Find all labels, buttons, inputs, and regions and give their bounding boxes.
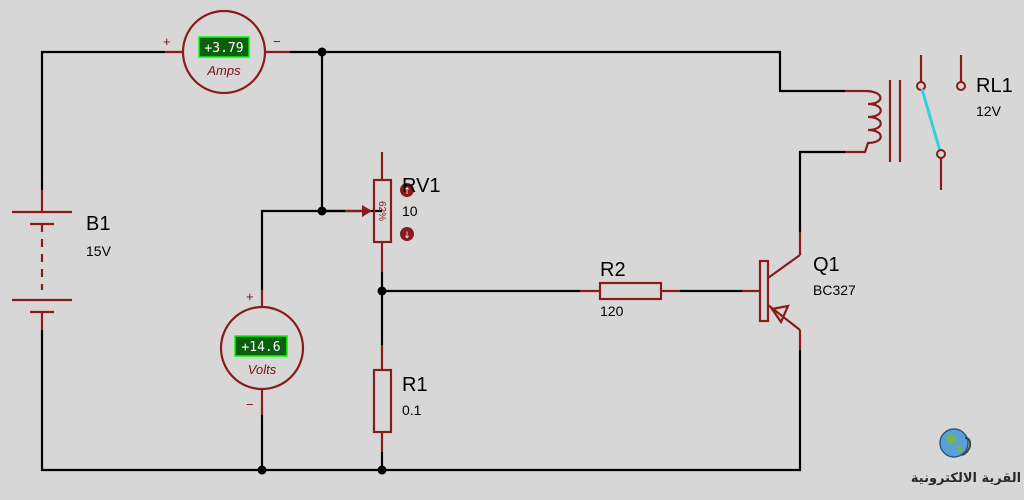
resistor-r2[interactable]: R2 120 xyxy=(580,259,680,319)
battery-label: B1 xyxy=(86,213,110,235)
wires xyxy=(40,50,845,472)
transistor-base xyxy=(758,259,770,323)
potentiometer-label: RV1 xyxy=(402,175,441,197)
voltmeter-plus: + xyxy=(246,289,254,304)
ammeter-plus: + xyxy=(163,34,171,49)
resistor-r1-body xyxy=(372,368,393,434)
junction-dots xyxy=(257,47,387,475)
globe-land xyxy=(957,445,963,452)
wiper-arrow-icon xyxy=(362,205,372,217)
ammeter-unit: Amps xyxy=(206,63,241,78)
arabic-letter-mark xyxy=(961,437,972,456)
decrease-button[interactable] xyxy=(400,227,414,241)
voltmeter-body xyxy=(219,305,305,391)
potentiometer-rv1[interactable]: 62% ↑ ↓ RV1 10 xyxy=(345,152,441,272)
resistor-r2-body xyxy=(598,281,663,301)
emitter-arrow-icon xyxy=(770,304,790,325)
arrow-up-icon: ↑ xyxy=(403,187,411,197)
relay-contact-common xyxy=(916,81,926,91)
resistor-r2-value: 120 xyxy=(600,303,624,319)
potentiometer-value: 10 xyxy=(402,203,418,219)
watermark-text: القرية الالكترونية xyxy=(911,471,1021,486)
relay-label: RL1 xyxy=(976,75,1013,97)
junction-dot xyxy=(317,47,327,57)
resistor-r1-value: 0.1 xyxy=(402,402,422,418)
resistor-r1[interactable]: R1 0.1 xyxy=(372,345,428,452)
junction-dot xyxy=(377,465,387,475)
relay-switch-blade xyxy=(920,88,942,152)
ammeter-body xyxy=(181,9,267,95)
relay-rl1[interactable]: RL1 12V xyxy=(845,55,1013,190)
voltmeter-reading: +14.6 xyxy=(241,340,280,355)
transistor-value: BC327 xyxy=(813,282,856,298)
transistor-q1[interactable]: Q1 BC327 xyxy=(742,232,856,350)
resistor-r2-label: R2 xyxy=(600,259,626,281)
junction-dot xyxy=(377,286,387,296)
resistor-r1-label: R1 xyxy=(402,374,428,396)
ammeter[interactable]: +3.79 Amps + − xyxy=(163,9,290,95)
voltmeter-minus: − xyxy=(246,397,254,412)
relay-contact-no xyxy=(956,81,966,91)
watermark-logo: القرية الالكترونية xyxy=(911,428,1021,486)
transistor-label: Q1 xyxy=(813,254,840,276)
increase-button[interactable] xyxy=(400,183,414,197)
potentiometer-setting: 62% xyxy=(376,201,387,221)
battery-b1[interactable]: B1 15V xyxy=(12,190,112,330)
relay-value: 12V xyxy=(976,103,1002,119)
junction-dot xyxy=(317,206,327,216)
arrow-down-icon: ↓ xyxy=(403,231,411,241)
battery-value: 15V xyxy=(86,243,112,259)
voltmeter[interactable]: +14.6 Volts + − xyxy=(219,289,305,415)
voltmeter-display xyxy=(234,335,288,357)
globe-land xyxy=(946,434,957,445)
ammeter-reading: +3.79 xyxy=(204,41,243,56)
ammeter-minus: − xyxy=(273,34,281,49)
junction-dot xyxy=(257,465,267,475)
ammeter-display xyxy=(198,36,250,58)
relay-contact-nc xyxy=(936,149,946,159)
voltmeter-unit: Volts xyxy=(248,362,277,377)
